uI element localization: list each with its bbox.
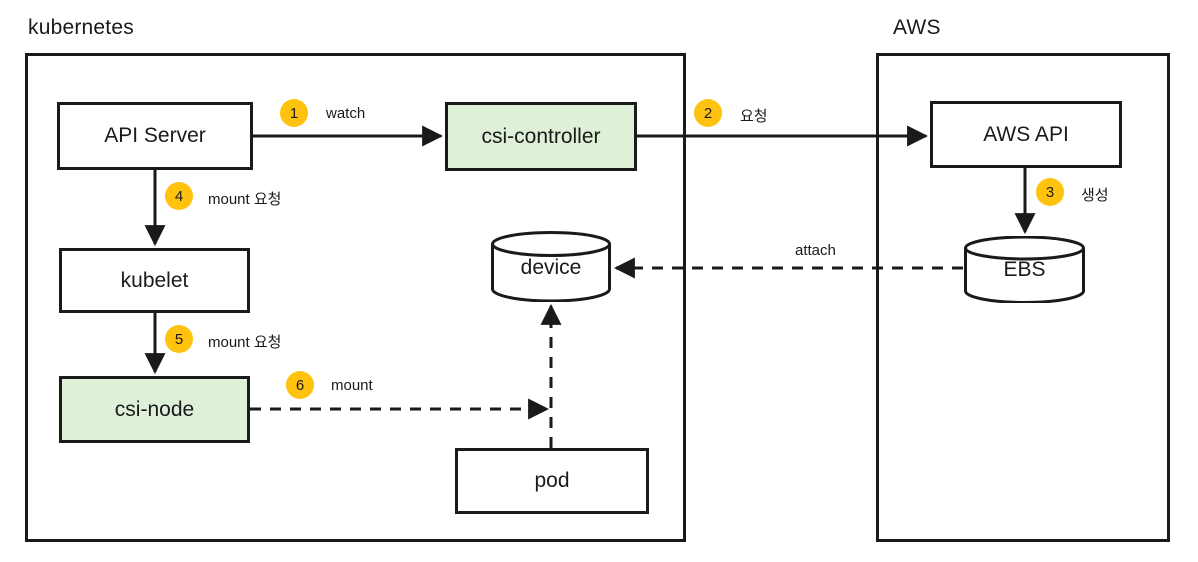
node-csi-controller-label: csi-controller	[481, 124, 601, 148]
node-kubelet-label: kubelet	[120, 268, 189, 292]
node-kubelet[interactable]: kubelet	[59, 248, 250, 313]
node-ebs-label: EBS	[1003, 258, 1046, 281]
edge-label-watch: watch	[326, 105, 366, 122]
edge-label-mount: mount	[331, 377, 373, 394]
badge-4: 4	[165, 182, 193, 210]
group-label-kubernetes: kubernetes	[28, 16, 134, 39]
node-ebs[interactable]: EBS	[963, 235, 1086, 304]
badge-2: 2	[694, 99, 722, 127]
node-api-server[interactable]: API Server	[57, 102, 253, 170]
node-csi-controller[interactable]: csi-controller	[445, 102, 637, 171]
badge-1: 1	[280, 99, 308, 127]
edge-label-mount-request-kubelet: mount 요청	[208, 191, 282, 208]
device-cylinder-shape	[491, 231, 611, 303]
node-aws-api-label: AWS API	[983, 122, 1069, 146]
edge-label-create: 생성	[1081, 187, 1109, 204]
node-device[interactable]: device	[490, 231, 612, 303]
node-pod[interactable]: pod	[455, 448, 649, 514]
ebs-cylinder-shape	[964, 235, 1085, 304]
node-api-server-label: API Server	[104, 124, 206, 147]
edge-label-attach: attach	[795, 242, 836, 259]
node-csi-node-label: csi-node	[114, 397, 195, 421]
group-box-kubernetes	[25, 53, 686, 542]
badge-3: 3	[1036, 178, 1064, 206]
node-pod-label: pod	[534, 469, 570, 492]
edge-label-mount-request-csi-node: mount 요청	[208, 334, 282, 351]
node-aws-api[interactable]: AWS API	[930, 101, 1122, 168]
node-csi-node[interactable]: csi-node	[59, 376, 250, 443]
badge-6: 6	[286, 371, 314, 399]
group-box-aws	[876, 53, 1170, 542]
node-device-label: device	[520, 256, 582, 279]
edge-label-request: 요청	[740, 108, 768, 125]
group-label-aws: AWS	[893, 16, 941, 39]
badge-5: 5	[165, 325, 193, 353]
